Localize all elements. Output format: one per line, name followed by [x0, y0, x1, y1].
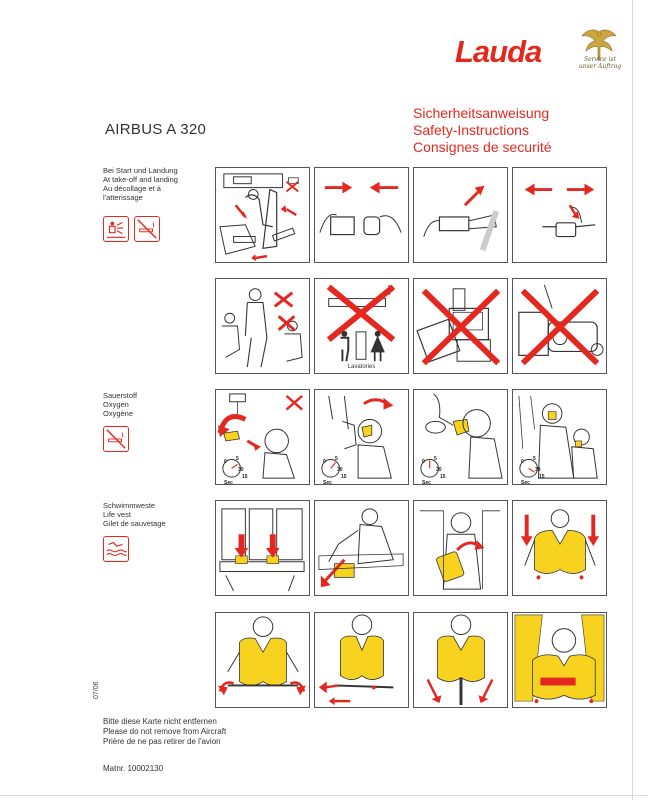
scan-edge	[0, 795, 648, 796]
headline-en: Safety-Instructions	[413, 122, 529, 138]
notice-line: Bitte diese Karte nicht entfernen	[103, 717, 217, 726]
timer-label: 15	[539, 474, 545, 480]
illustration-no-standing	[215, 278, 310, 374]
section-text: Life vest	[103, 510, 131, 519]
illustration-oxygen-mask-pull	[314, 389, 409, 485]
headline-fr: Consignes de securité	[413, 139, 552, 155]
timer-label: 0	[323, 459, 326, 465]
timer-label: Sec	[521, 480, 530, 486]
illustration-no-smoking-lavatories: Lavatories	[314, 278, 409, 374]
headline-de: Sicherheitsanweisung	[413, 105, 550, 121]
illustration-buckle-close	[314, 167, 409, 263]
material-number: Matnr. 10002130	[103, 764, 164, 773]
timer-label: Sec	[323, 480, 332, 486]
timer-label: Sec	[422, 480, 431, 486]
section-text: Sauerstoff	[103, 391, 138, 400]
timer-label: 5	[335, 456, 338, 462]
illustration-vest-open-pouch	[413, 500, 508, 596]
timer-label: 30	[436, 467, 442, 473]
illustration-vest-pull-tight	[314, 612, 409, 708]
timer-label: 15	[440, 474, 446, 480]
timer-label: 15	[341, 474, 347, 480]
timer-label: 5	[434, 456, 437, 462]
scan-edge	[632, 0, 633, 800]
airline-logo: Lauda	[455, 34, 542, 69]
life-vest-water-icon	[103, 536, 129, 562]
section-oxygen-label: Sauerstoff Oxygen Oxygène	[103, 391, 137, 418]
illustration-oxygen-help-child	[512, 389, 607, 485]
notice-line: Please do not remove from Aircraft	[103, 727, 227, 736]
card-headline: Sicherheitsanweisung Safety-Instructions…	[413, 105, 552, 156]
section-text: Oxygen	[103, 400, 129, 409]
section-lifevest-label: Schwimmweste Life vest Gilet de sauvetag…	[103, 501, 166, 528]
aircraft-type: AIRBUS A 320	[105, 121, 207, 138]
illustration-buckle-tighten	[413, 167, 508, 263]
no-smoking-icon	[134, 216, 160, 242]
revision-date: 07/06	[93, 681, 100, 699]
timer-label: 0	[521, 459, 524, 465]
section-text: At take-off and landing	[103, 175, 178, 184]
timer-label: Sec	[224, 480, 233, 486]
timer-label: 30	[337, 467, 343, 473]
do-not-remove-notice: Bitte diese Karte nicht entfernen Please…	[103, 717, 226, 747]
illustration-vest-retrieve	[314, 500, 409, 596]
emblem-caption: Service ist unser Auftrag	[578, 56, 622, 70]
illustration-vest-tie-waist	[215, 612, 310, 708]
illustration-buckle-open	[512, 167, 607, 263]
illustration-oxygen-mask-drop	[215, 389, 310, 485]
timer-label: 15	[242, 474, 248, 480]
section-text: l'atterissage	[103, 193, 143, 202]
seatbelt-sign-icon	[103, 216, 129, 242]
timer-label: 0	[422, 459, 425, 465]
illustration-vest-under-seat	[215, 500, 310, 596]
section-text: Bei Start und Landung	[103, 166, 178, 175]
illustration-fasten-seatbelt	[215, 167, 310, 263]
illustration-vest-over-head	[512, 500, 607, 596]
section-text: Au décollage et à	[103, 184, 161, 193]
timer-label: 5	[533, 456, 536, 462]
timer-label: 30	[238, 467, 244, 473]
lavatories-label: Lavatories	[347, 364, 376, 370]
illustration-vest-tighten-straps	[413, 612, 508, 708]
section-text: Oxygène	[103, 409, 134, 418]
illustration-no-phones	[413, 278, 508, 374]
timer-label: 0	[224, 459, 227, 465]
timer-label: 30	[535, 467, 541, 473]
eagle-emblem-icon	[574, 26, 624, 72]
section-takeoff-label: Bei Start und Landung At take-off and la…	[103, 166, 178, 202]
illustration-vest-inflate	[512, 612, 607, 708]
illustration-no-radios	[512, 278, 607, 374]
section-text: Schwimmweste	[103, 501, 156, 510]
timer-label: 5	[236, 456, 239, 462]
no-smoking-icon	[103, 426, 129, 452]
illustration-oxygen-mask-on	[413, 389, 508, 485]
notice-line: Prière de ne pas retirer de l'avion	[103, 737, 221, 746]
section-text: Gilet de sauvetage	[103, 519, 166, 528]
